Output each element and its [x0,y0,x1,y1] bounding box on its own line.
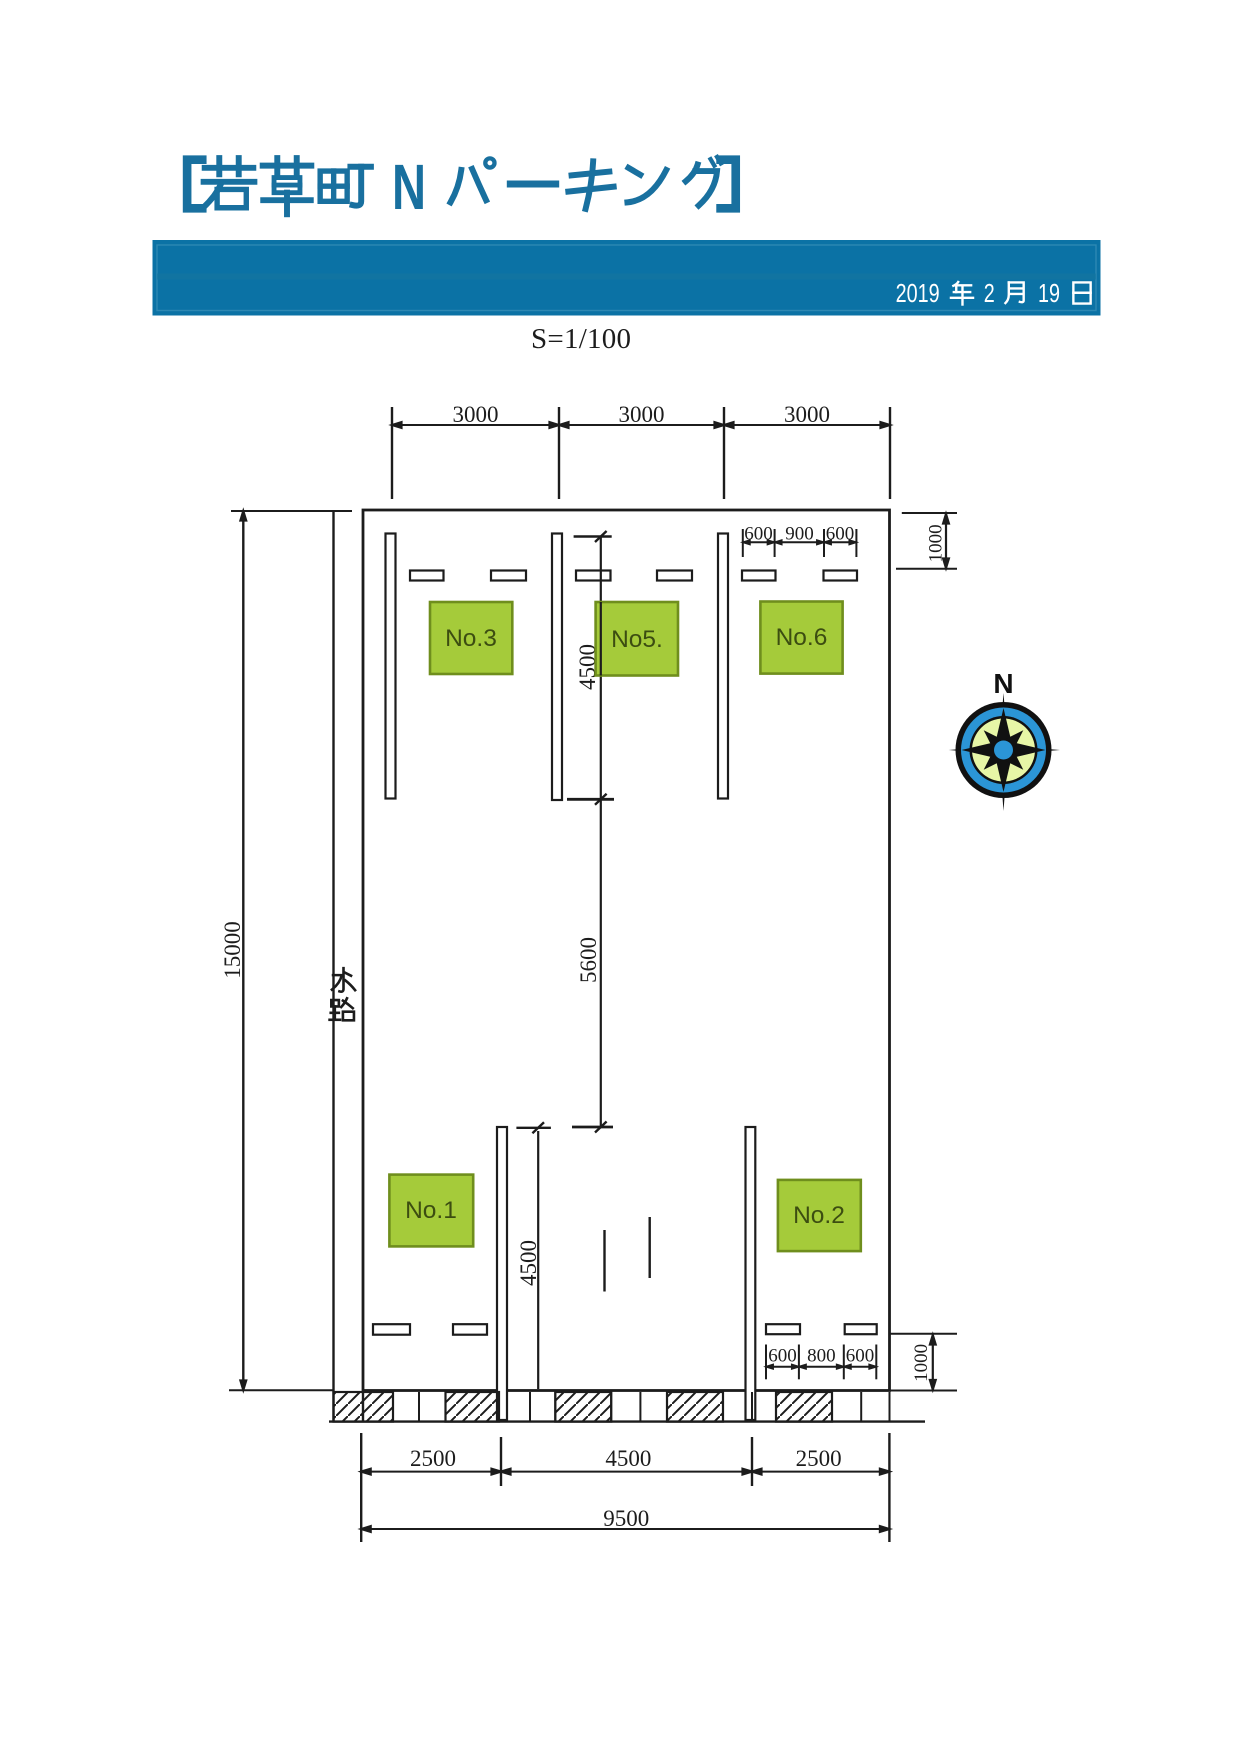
svg-text:9500: 9500 [603,1506,649,1531]
svg-text:600: 600 [744,524,773,545]
svg-text:600: 600 [846,1346,875,1367]
svg-text:900: 900 [785,524,814,545]
svg-text:19: 19 [1038,278,1060,308]
svg-text:No5.: No5. [611,626,663,653]
svg-text:No.1: No.1 [405,1197,457,1224]
svg-text:3000: 3000 [619,402,665,427]
svg-text:3000: 3000 [453,402,499,427]
svg-text:S=1/100: S=1/100 [531,323,631,355]
svg-text:4500: 4500 [516,1240,541,1286]
svg-text:2500: 2500 [410,1446,456,1471]
svg-text:3000: 3000 [784,402,830,427]
svg-text:600: 600 [768,1346,797,1367]
svg-text:4500: 4500 [605,1446,651,1471]
svg-text:N: N [993,668,1013,699]
svg-text:15000: 15000 [220,921,245,979]
svg-text:600: 600 [826,524,855,545]
svg-text:N: N [392,151,426,223]
svg-text:1000: 1000 [911,1344,932,1382]
svg-text:1000: 1000 [926,524,947,562]
svg-text:No.3: No.3 [445,625,497,652]
svg-text:2500: 2500 [796,1446,842,1471]
svg-text:800: 800 [807,1346,836,1367]
svg-text:2019: 2019 [896,278,940,308]
svg-text:No.6: No.6 [776,624,828,651]
svg-text:No.2: No.2 [793,1202,845,1229]
svg-text:5600: 5600 [576,937,601,983]
svg-text:2: 2 [984,278,995,308]
